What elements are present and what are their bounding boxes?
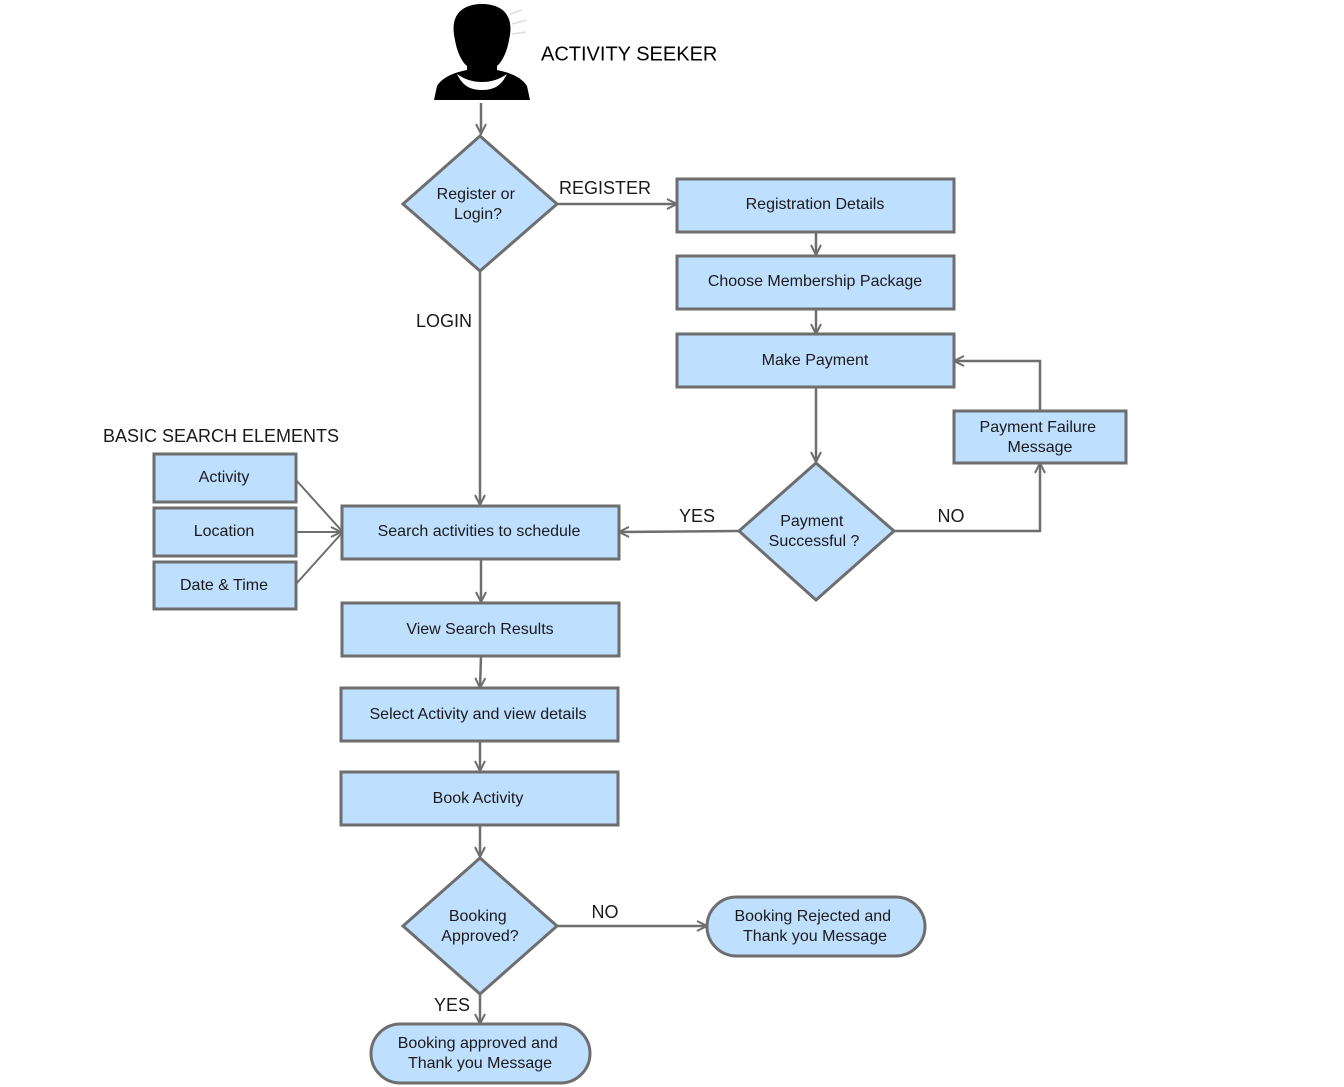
node-text: Choose Membership Package (708, 273, 922, 290)
process-book-activity: Book Activity (339, 770, 620, 827)
node-text: Search activities to schedule (378, 523, 581, 540)
process-select-activity: Select Activity and view details (339, 686, 620, 743)
edge-failure-retry (954, 361, 1042, 411)
node-text: Registration Details (746, 196, 885, 213)
node-text: Location (194, 523, 255, 540)
edge-label-payment-no: NO (938, 506, 965, 526)
edge-label-login: LOGIN (416, 311, 472, 331)
process-view-search-results: View Search Results (340, 601, 621, 658)
decision-register-or-login: Register or Login? (400, 133, 560, 273)
node-text: Booking approved and Thank you Message (398, 1035, 563, 1072)
search-elements-label: BASIC SEARCH ELEMENTS (103, 426, 339, 446)
edge-payment-no (894, 463, 1040, 533)
edge-label-booking-yes: YES (434, 995, 470, 1015)
edge-label-booking-no: NO (592, 902, 619, 922)
edge-results-to-select (480, 655, 481, 688)
edges (295, 103, 1042, 1024)
edge-label-payment-yes: YES (679, 506, 715, 526)
search-element-location: Location (152, 506, 298, 558)
node-text: Activity (199, 469, 250, 486)
process-make-payment: Make Payment (675, 332, 956, 389)
decision-booking-approved: Booking Approved? (400, 855, 560, 997)
person-icon (434, 4, 530, 100)
edge-payment-yes (619, 531, 740, 532)
process-registration-details: Registration Details (675, 177, 956, 234)
node-text: Booking Rejected and Thank you Message (734, 908, 895, 945)
edge-label-register: REGISTER (559, 178, 651, 198)
node-text: Select Activity and view details (370, 706, 587, 723)
terminal-booking-rejected: Booking Rejected and Thank you Message (705, 895, 927, 958)
terminal-booking-approved: Booking approved and Thank you Message (369, 1022, 592, 1085)
node-text: Book Activity (433, 790, 524, 807)
node-text: Register or Login? (437, 186, 520, 223)
search-element-activity: Activity (152, 452, 298, 504)
node-text: Payment Failure Message (980, 419, 1101, 456)
node-text: View Search Results (406, 621, 553, 638)
search-element-date-time: Date & Time (152, 560, 298, 611)
actor-label: ACTIVITY SEEKER (541, 43, 717, 65)
process-search-activities: Search activities to schedule (340, 504, 621, 561)
decision-payment-successful: Payment Successful ? (736, 461, 897, 603)
node-text: Payment Successful ? (769, 513, 860, 550)
process-payment-failure-message: Payment Failure Message (952, 409, 1128, 465)
node-text: Date & Time (180, 577, 268, 594)
edge-activity-to-search (295, 479, 342, 531)
node-text: Make Payment (762, 352, 869, 369)
node-text: Booking Approved? (441, 908, 518, 945)
edge-datetime-to-search (295, 533, 342, 585)
process-choose-membership-package: Choose Membership Package (675, 254, 956, 311)
